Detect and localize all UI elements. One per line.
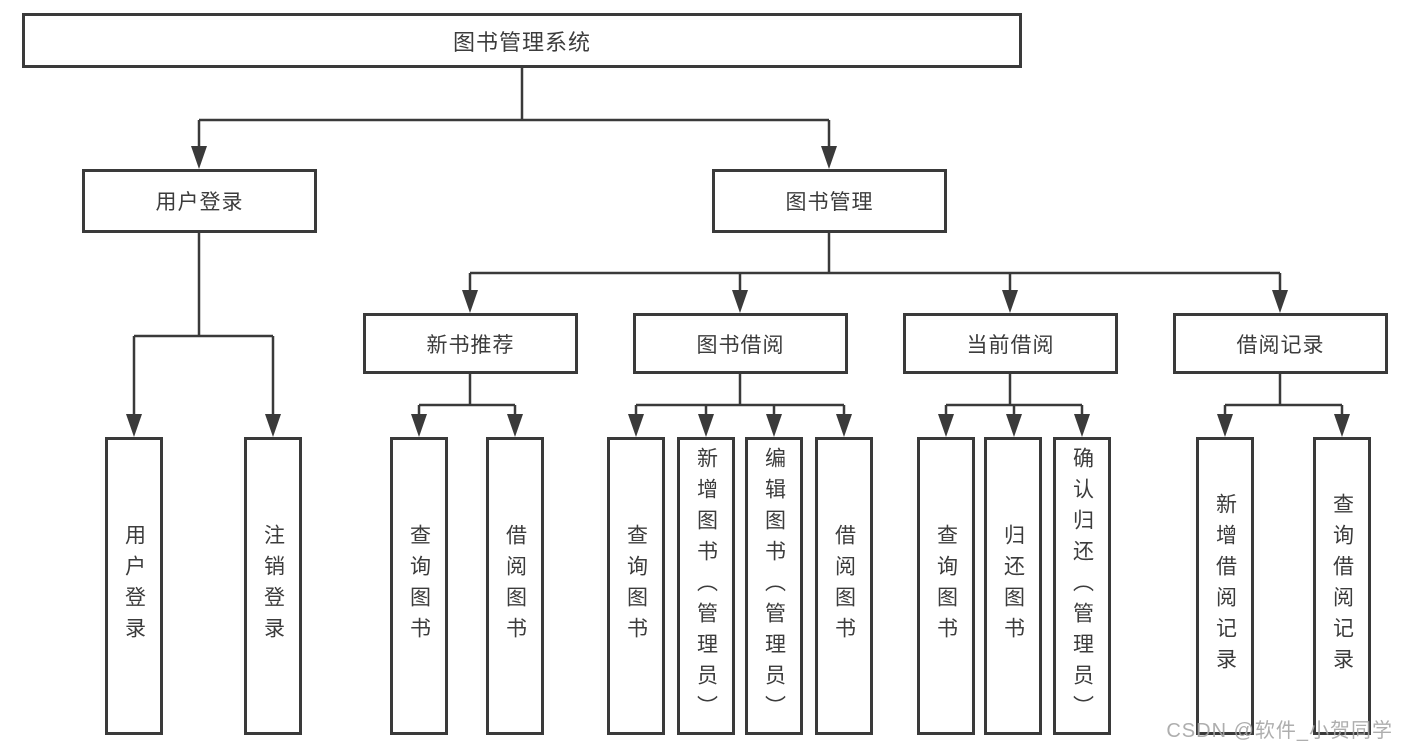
leaf-borrow-books-recommend-label: 借阅图书 [503, 524, 527, 648]
leaf-add-borrow-record: 新增借阅记录 [1196, 437, 1254, 735]
leaf-query-books-recommend-label: 查询图书 [407, 524, 431, 648]
node-book-management: 图书管理 [712, 169, 947, 233]
leaf-query-books-recommend: 查询图书 [390, 437, 448, 735]
node-current-borrow: 当前借阅 [903, 313, 1118, 374]
node-user-login: 用户登录 [82, 169, 317, 233]
leaf-return-books: 归还图书 [984, 437, 1042, 735]
leaf-query-books-current-label: 查询图书 [934, 524, 958, 648]
leaf-edit-books-admin: 编辑图书（管理员） [745, 437, 803, 735]
leaf-user-login-label: 用户登录 [122, 524, 146, 648]
leaf-logout: 注销登录 [244, 437, 302, 735]
leaf-borrow-books: 借阅图书 [815, 437, 873, 735]
node-borrow-records: 借阅记录 [1173, 313, 1388, 374]
leaf-edit-books-admin-label: 编辑图书（管理员） [762, 446, 786, 726]
arrowheads [126, 146, 1350, 437]
leaf-query-borrow-record: 查询借阅记录 [1313, 437, 1371, 735]
node-new-book-recommend: 新书推荐 [363, 313, 578, 374]
leaf-query-borrow-record-label: 查询借阅记录 [1330, 493, 1354, 679]
leaf-query-books-borrow-label: 查询图书 [624, 524, 648, 648]
leaf-logout-label: 注销登录 [261, 524, 285, 648]
leaf-add-borrow-record-label: 新增借阅记录 [1213, 493, 1237, 679]
leaf-confirm-return-admin: 确认归还（管理员） [1053, 437, 1111, 735]
leaf-borrow-books-label: 借阅图书 [832, 524, 856, 648]
leaf-borrow-books-recommend: 借阅图书 [486, 437, 544, 735]
watermark: CSDN @软件_小贺同学 [1166, 720, 1393, 742]
leaf-add-books-admin-label: 新增图书（管理员） [694, 446, 718, 726]
leaf-query-books-current: 查询图书 [917, 437, 975, 735]
leaf-user-login: 用户登录 [105, 437, 163, 735]
leaf-add-books-admin: 新增图书（管理员） [677, 437, 735, 735]
leaf-confirm-return-admin-label: 确认归还（管理员） [1070, 446, 1094, 726]
leaf-query-books-borrow: 查询图书 [607, 437, 665, 735]
node-book-borrow: 图书借阅 [633, 313, 848, 374]
node-root: 图书管理系统 [22, 13, 1022, 68]
leaf-return-books-label: 归还图书 [1001, 524, 1025, 648]
